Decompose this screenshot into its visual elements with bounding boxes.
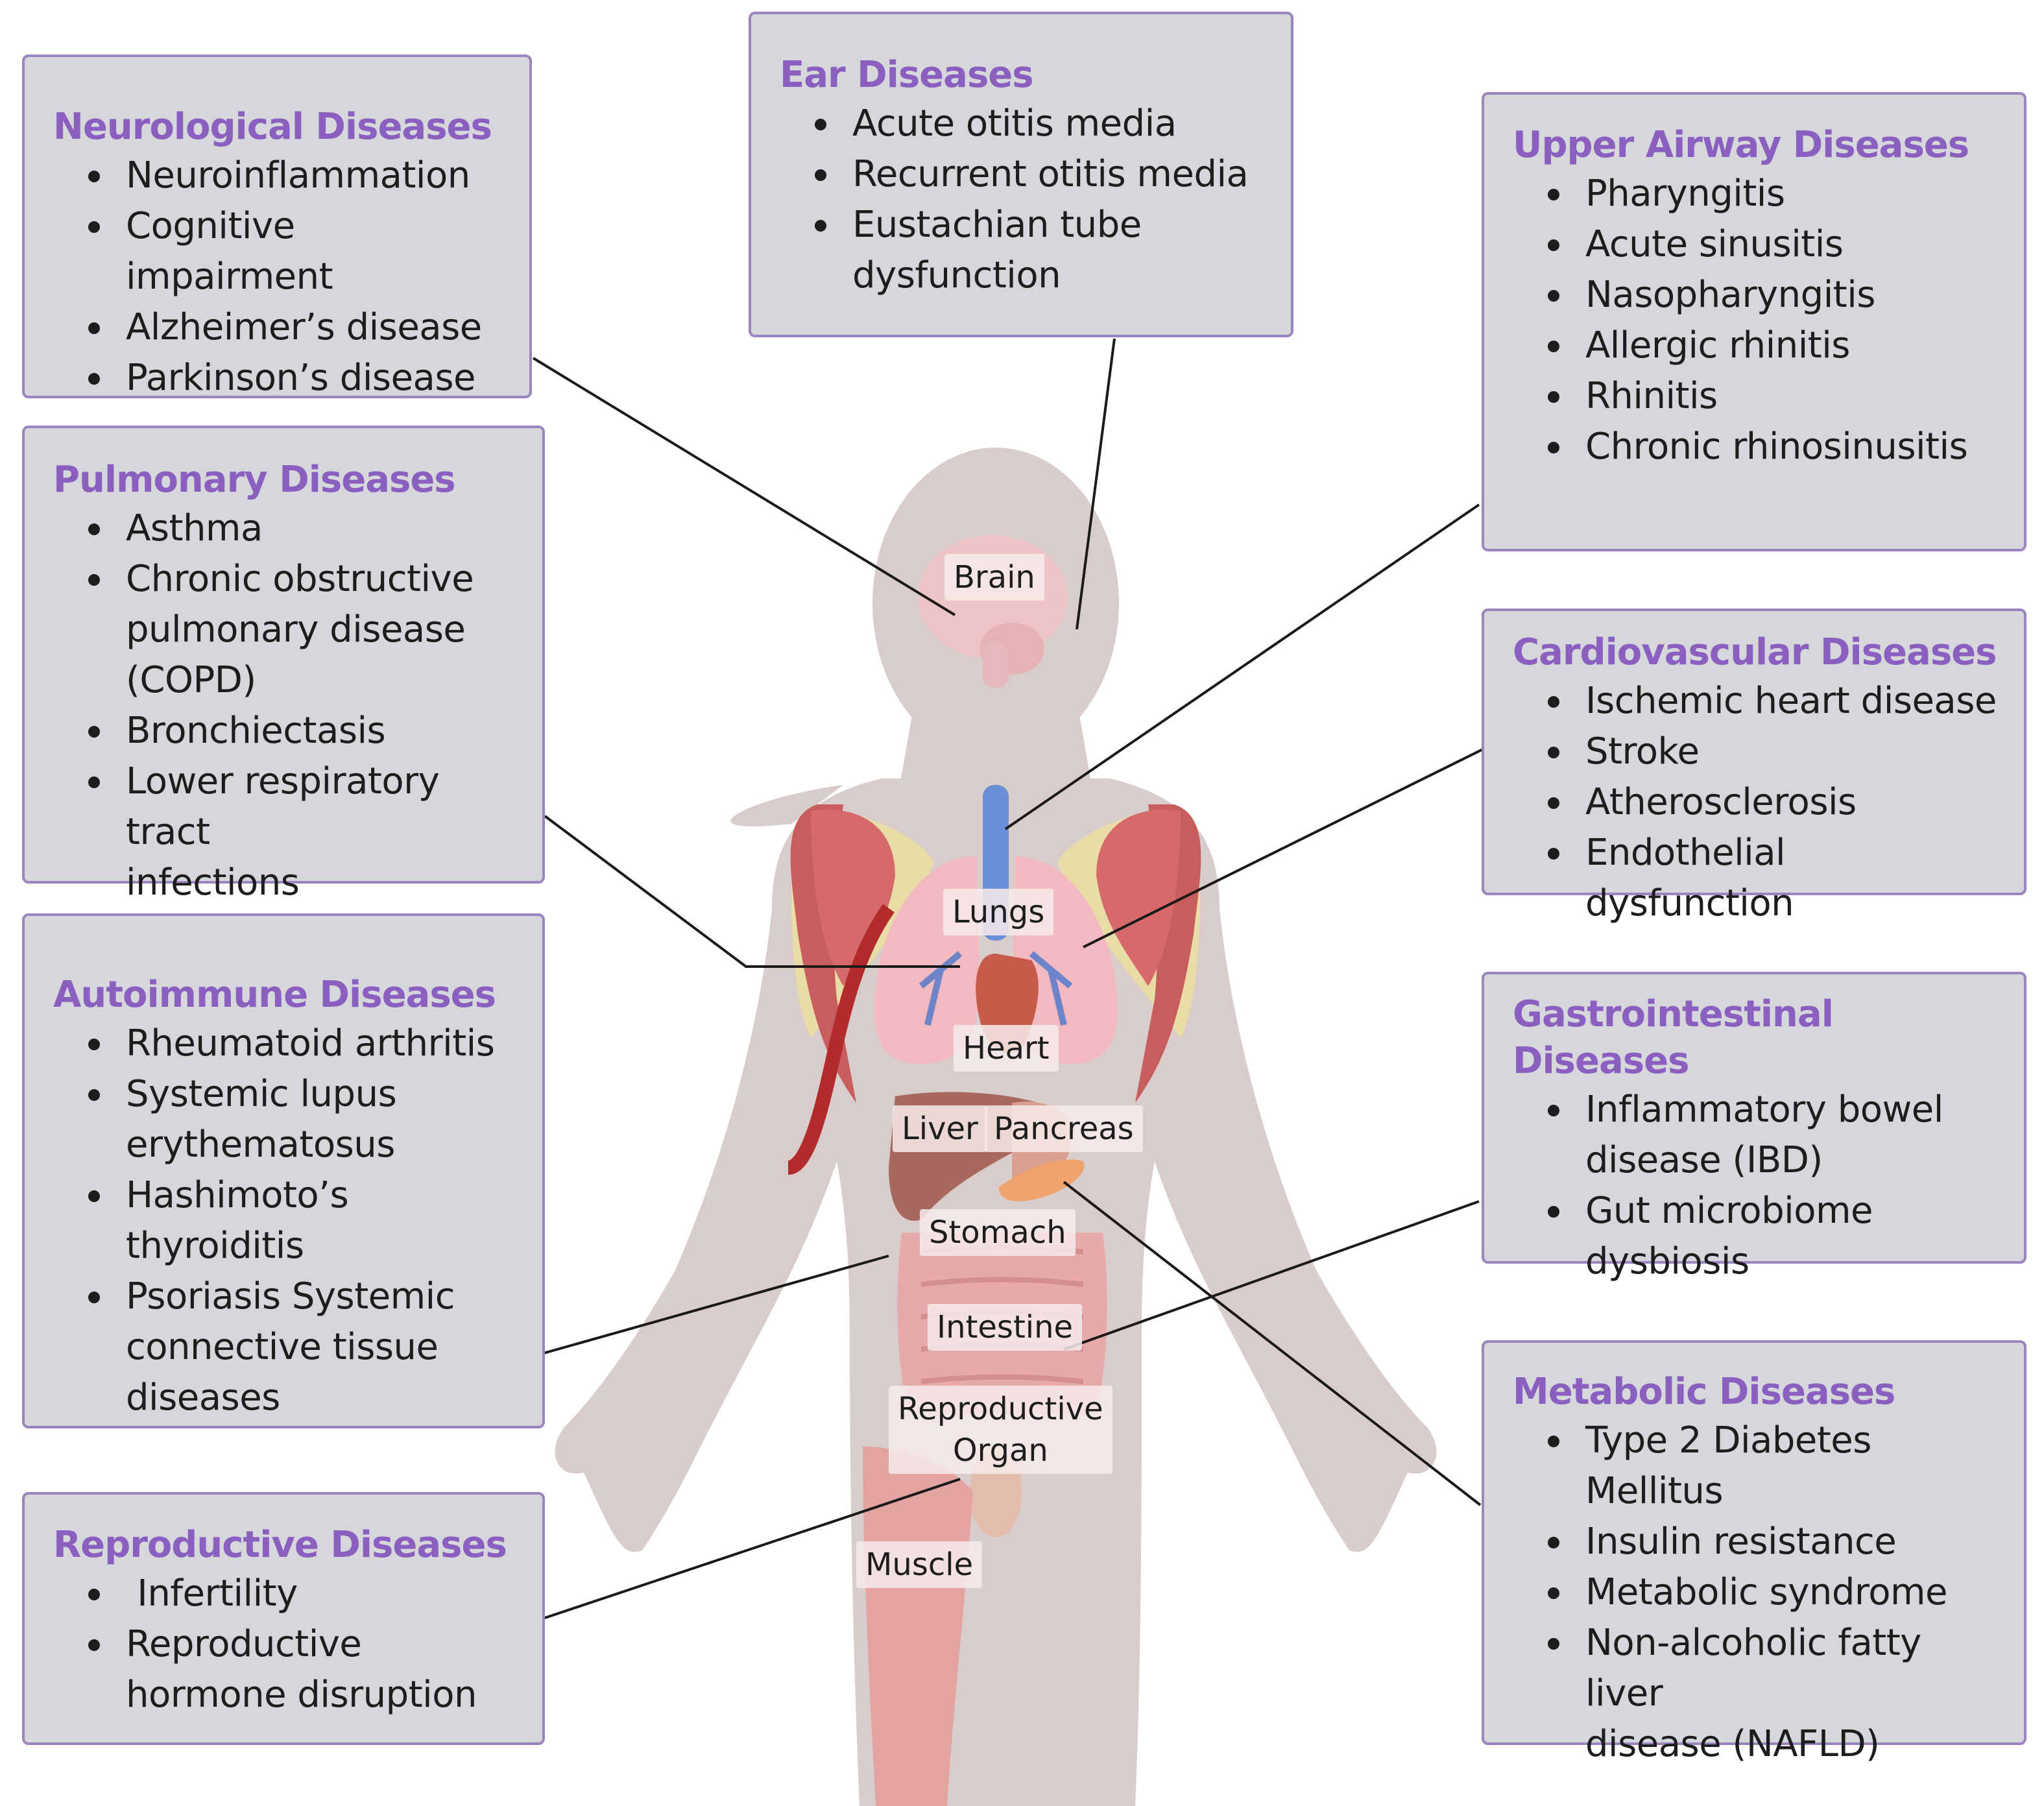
pulmonary-diseases-box: Pulmonary Diseases Asthma Chronic obstru…: [22, 426, 545, 904]
upper-airway-diseases-list: Pharyngitis Acute sinusitis Nasopharyngi…: [1513, 169, 1998, 472]
organ-label-brain: Brain: [944, 554, 1044, 601]
ear-diseases-title: Ear Diseases: [780, 54, 1034, 96]
list-item: Hashimoto’s thyroiditis: [53, 1170, 516, 1271]
list-item: Recurrent otitis media: [780, 149, 1265, 200]
list-item: Lower respiratory tract infections: [53, 756, 516, 908]
organ-label-pancreas: Pancreas: [985, 1105, 1143, 1152]
list-item: Metabolic syndrome: [1513, 1567, 1998, 1618]
upper-airway-diseases-box: Upper Airway Diseases Pharyngitis Acute …: [1482, 92, 2026, 551]
list-item: Neuroinflammation: [53, 150, 503, 201]
upper-airway-diseases-title: Upper Airway Diseases: [1513, 124, 1969, 166]
reproductive-diseases-box: Reproductive Diseases Infertility Reprod…: [22, 1492, 545, 1745]
autoimmune-diseases-list: Rheumatoid arthritis Systemic lupus eryt…: [53, 1018, 516, 1423]
neurological-diseases-box: Neurological Diseases Neuroinflammation …: [22, 54, 532, 399]
list-item: Allergic rhinitis: [1513, 320, 1998, 371]
cardiovascular-diseases-list: Ischemic heart disease Stroke Atheroscle…: [1513, 676, 1998, 929]
list-item: Insulin resistance: [1513, 1517, 1998, 1567]
list-item: Alzheimer’s disease: [53, 302, 503, 353]
ear-diseases-box: Ear Diseases Acute otitis media Recurren…: [749, 12, 1293, 337]
list-item: Rheumatoid arthritis: [53, 1018, 516, 1069]
list-item: Stroke: [1513, 727, 1998, 777]
cardiovascular-diseases-title: Cardiovascular Diseases: [1513, 631, 1997, 673]
list-item: Systemic lupus erythematosus: [53, 1069, 516, 1170]
pulmonary-diseases-list: Asthma Chronic obstructive pulmonary dis…: [53, 503, 516, 908]
autoimmune-diseases-title: Autoimmune Diseases: [53, 974, 496, 1016]
list-item: Infertility: [53, 1569, 516, 1619]
autoimmune-diseases-box: Autoimmune Diseases Rheumatoid arthritis…: [22, 913, 545, 1428]
list-item: Bronchiectasis: [53, 706, 516, 756]
pulmonary-diseases-title: Pulmonary Diseases: [53, 459, 456, 501]
ear-diseases-list: Acute otitis media Recurrent otitis medi…: [780, 99, 1265, 301]
organ-label-liver: Liver: [893, 1105, 987, 1152]
organ-label-muscle: Muscle: [856, 1541, 983, 1588]
metabolic-diseases-list: Type 2 Diabetes Mellitus Insulin resista…: [1513, 1415, 1998, 1770]
list-item: Inflammatory bowel disease (IBD): [1513, 1085, 1998, 1186]
neurological-diseases-title: Neurological Diseases: [53, 106, 492, 148]
gastrointestinal-diseases-title: Gastrointestinal Diseases: [1513, 993, 1834, 1082]
reproductive-diseases-title: Reproductive Diseases: [53, 1524, 507, 1566]
gastrointestinal-diseases-box: Gastrointestinal Diseases Inflammatory b…: [1482, 972, 2026, 1282]
connector-lines: [532, 338, 1485, 1619]
organ-label-heart: Heart: [954, 1025, 1059, 1072]
list-item: Parkinson’s disease: [53, 353, 503, 403]
list-item: Atherosclerosis: [1513, 777, 1998, 828]
list-item: Pharyngitis: [1513, 169, 1998, 219]
pancreas-illustration: [999, 1159, 1085, 1201]
list-item: Chronic rhinosinusitis: [1513, 422, 1998, 472]
organ-label-intestine: Intestine: [928, 1304, 1083, 1351]
list-item: Type 2 Diabetes Mellitus: [1513, 1415, 1998, 1517]
gastrointestinal-diseases-list: Inflammatory bowel disease (IBD) Gut mic…: [1513, 1085, 1998, 1287]
cardiovascular-diseases-box: Cardiovascular Diseases Ischemic heart d…: [1482, 608, 2026, 924]
list-item: Psoriasis Systemic connective tissue dis…: [53, 1271, 516, 1423]
list-item: Gut microbiome dysbiosis: [1513, 1186, 1998, 1287]
list-item: Chronic obstructive pulmonary disease (C…: [53, 554, 516, 706]
metabolic-diseases-box: Metabolic Diseases Type 2 Diabetes Melli…: [1482, 1340, 2026, 1765]
list-item: Nasopharyngitis: [1513, 270, 1998, 320]
list-item: Eustachian tube dysfunction: [780, 200, 1265, 301]
organ-label-lungs: Lungs: [943, 889, 1054, 935]
list-item: Acute otitis media: [780, 99, 1265, 149]
organ-label-reproductive-organ: Reproductive Organ: [889, 1386, 1112, 1474]
reproductive-diseases-list: Infertility Reproductive hormone disrupt…: [53, 1569, 516, 1720]
organ-label-stomach: Stomach: [920, 1209, 1076, 1256]
list-item: Ischemic heart disease: [1513, 676, 1998, 727]
list-item: Reproductive hormone disruption: [53, 1619, 516, 1720]
artery-illustration: [787, 904, 895, 1175]
list-item: Cognitive impairment: [53, 201, 503, 302]
list-item: Acute sinusitis: [1513, 219, 1998, 270]
list-item: Endothelial dysfunction: [1513, 828, 1998, 929]
neurological-diseases-list: Neuroinflammation Cognitive impairment A…: [53, 150, 503, 403]
metabolic-diseases-title: Metabolic Diseases: [1513, 1371, 1895, 1413]
list-item: Rhinitis: [1513, 371, 1998, 422]
leg-muscle-illustration: [863, 1447, 973, 1806]
list-item: Non-alcoholic fatty liver disease (NAFLD…: [1513, 1618, 1998, 1770]
list-item: Asthma: [53, 503, 516, 554]
